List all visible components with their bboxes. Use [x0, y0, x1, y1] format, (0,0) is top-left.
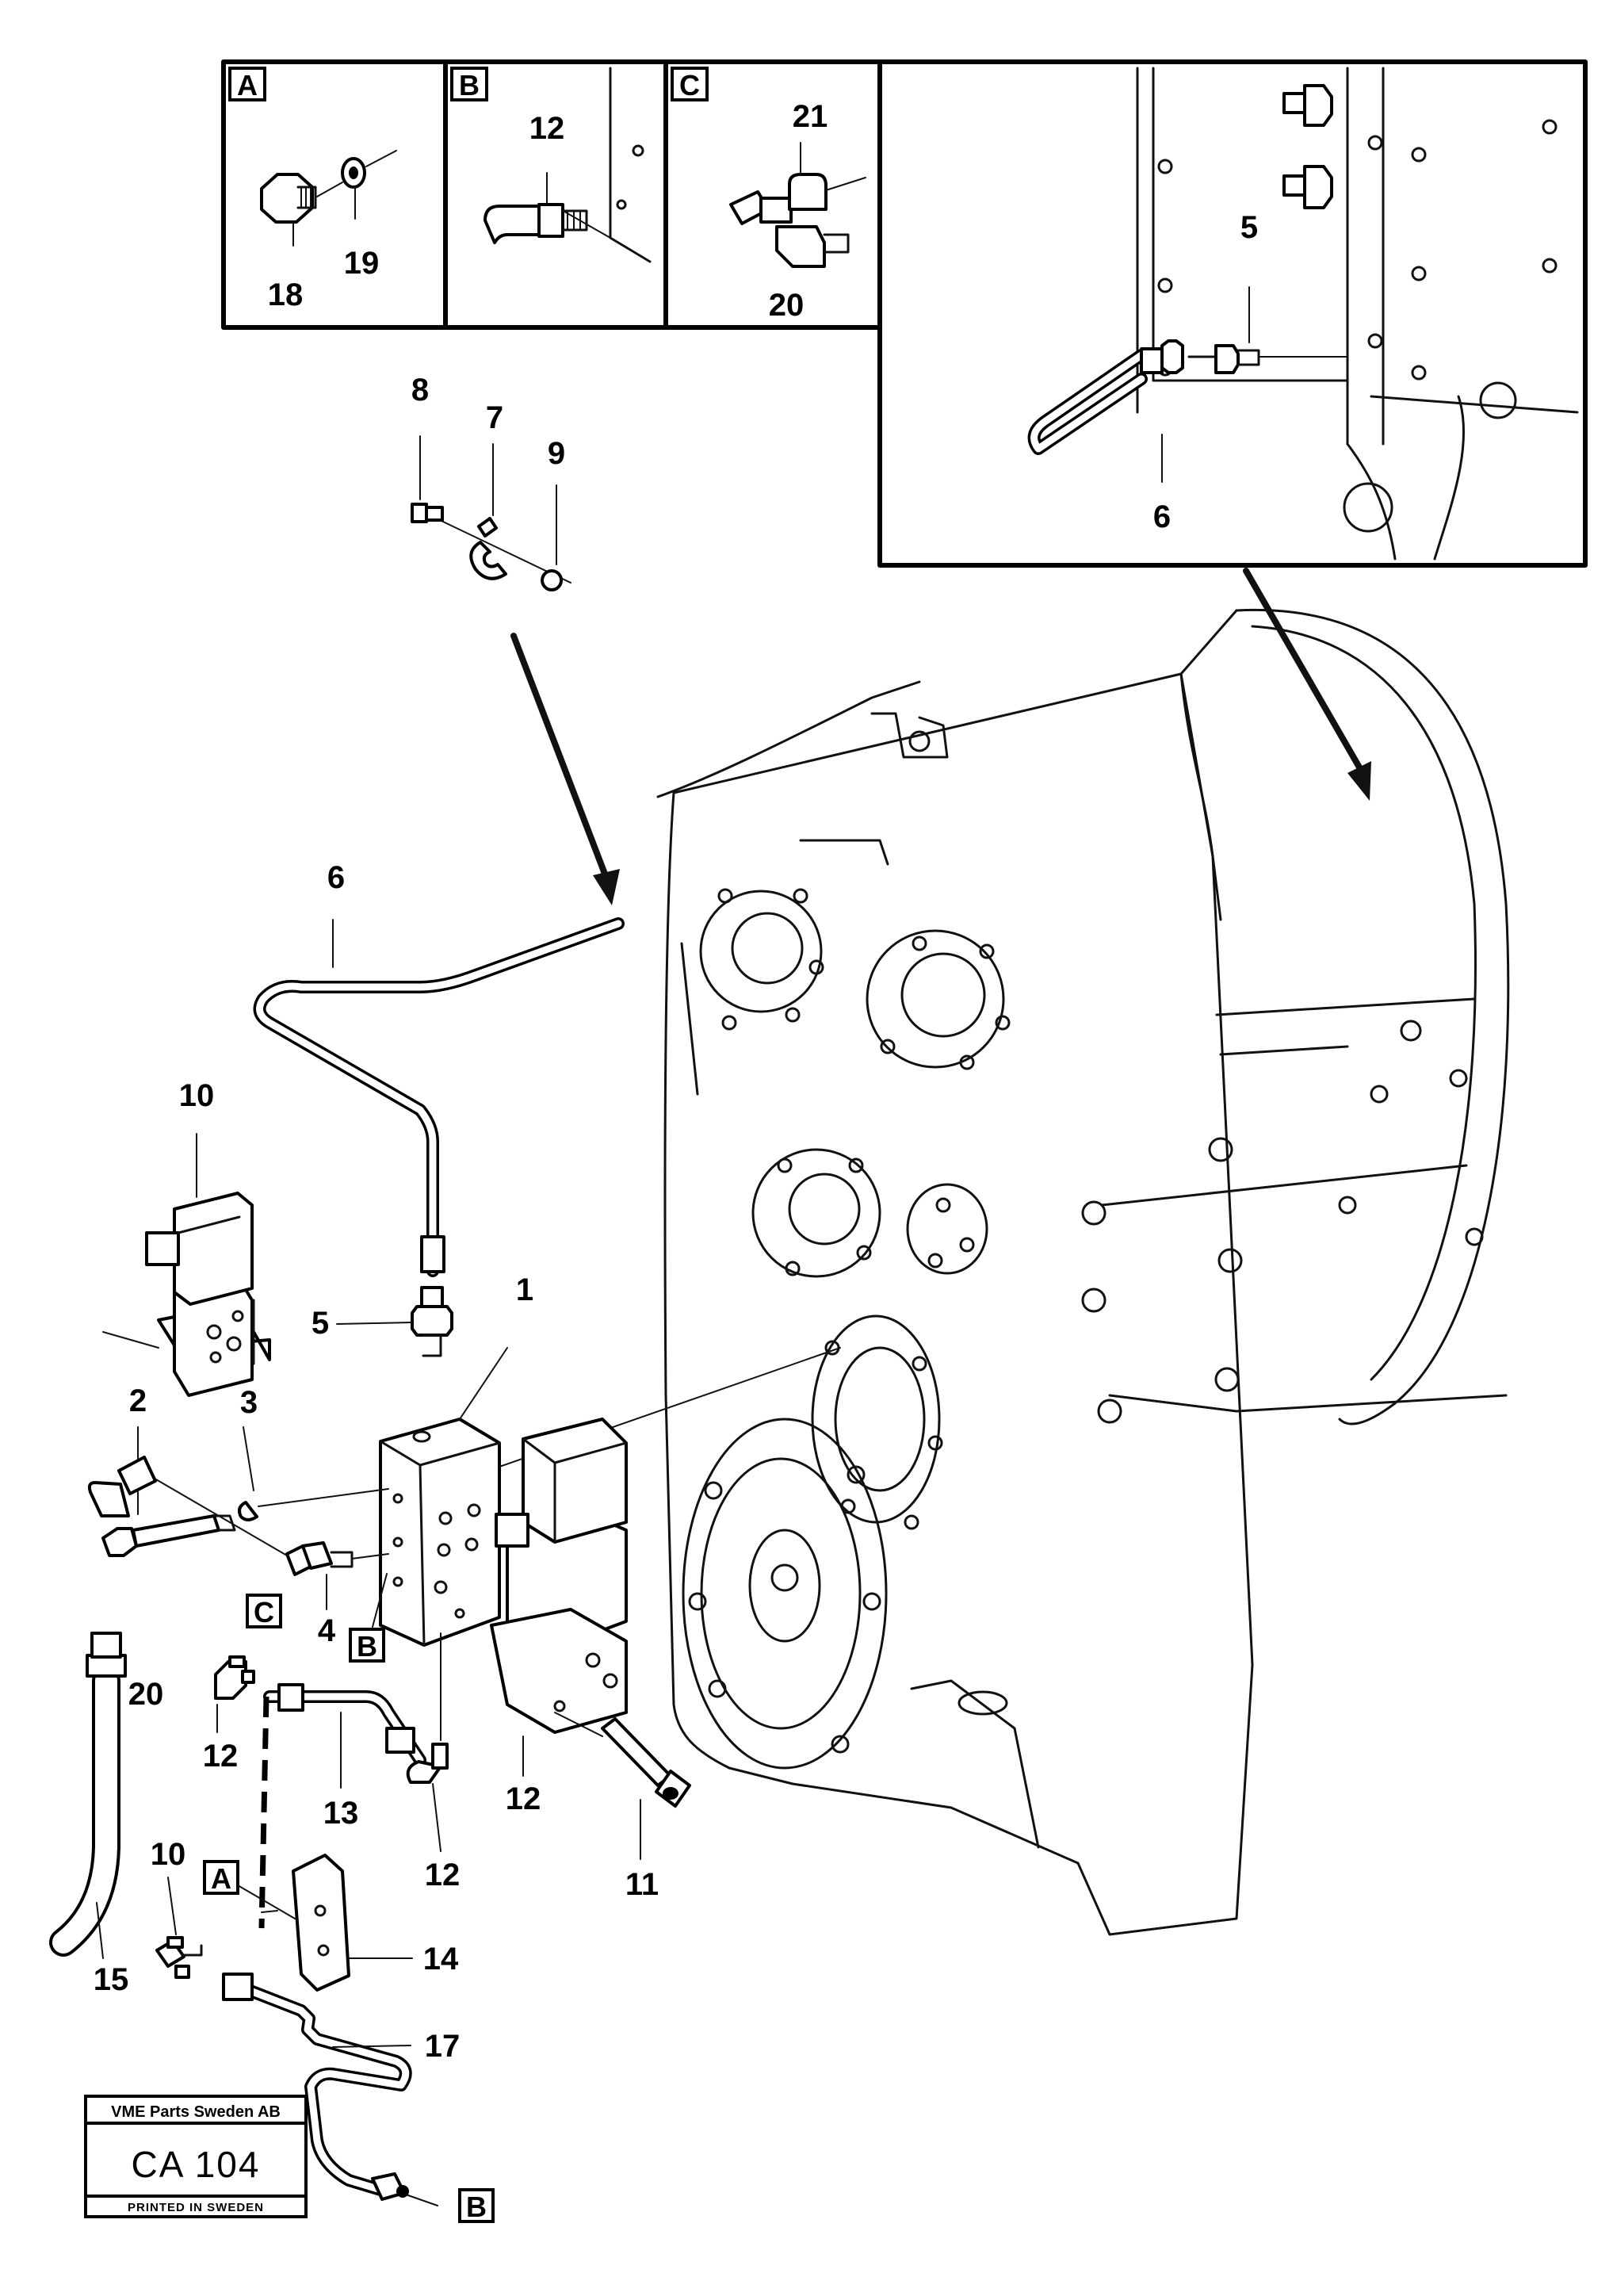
tag-b-bottom: B	[466, 2191, 487, 2223]
part-label-14: 14	[423, 1942, 459, 1976]
fitting-4: 4 C	[246, 1541, 389, 1648]
detail-letter-b: B	[459, 69, 480, 101]
part-label-21: 21	[793, 99, 828, 134]
part-label-7: 7	[486, 400, 503, 435]
part-label-10: 10	[179, 1078, 215, 1113]
part-label-2: 2	[129, 1383, 147, 1418]
detail-box-b: B 12	[443, 59, 668, 330]
part-label-5: 5	[312, 1306, 329, 1341]
dashed-link	[258, 1696, 269, 1929]
elbow-fitting-drawing	[484, 67, 652, 263]
inset-studs	[1282, 84, 1333, 209]
tag-a: A	[211, 1862, 231, 1895]
part-label-8: 8	[411, 373, 429, 408]
solenoid-valve-upper: 10	[102, 1078, 271, 1397]
part-label-17: 17	[425, 2029, 461, 2064]
inset-bolt-holes	[1157, 119, 1558, 381]
inset-part-label-5: 5	[1240, 210, 1258, 245]
pipe-17: 10 17 B	[151, 1837, 495, 2223]
part-label-19: 19	[344, 246, 380, 281]
part-label-11: 11	[625, 1867, 659, 1902]
tag-b-block: B	[349, 1573, 388, 1663]
part-label-1: 1	[516, 1272, 533, 1307]
part-label-20-detail: 20	[769, 288, 805, 323]
pipe-13: 12 13 12	[203, 1632, 461, 1892]
vme-stamp: VME Parts Sweden AB CA 104 PRINTED IN SW…	[84, 2095, 308, 2218]
part-label-12-a: 12	[203, 1739, 239, 1774]
stamp-code: CA 104	[132, 2144, 261, 2185]
tag-c: C	[254, 1596, 274, 1628]
detail-letter-a: A	[237, 69, 258, 101]
part-label-12-c: 10	[151, 1837, 186, 1872]
solenoid-valve-lower: 12	[490, 1418, 628, 1816]
pipe-6: 6	[253, 860, 625, 1277]
inset-pipe	[1027, 339, 1348, 455]
plate-14: 14 A	[203, 1854, 459, 1992]
part-label-4: 4	[318, 1613, 336, 1648]
hose-15: 20 15	[49, 1456, 288, 1997]
inset-detail-box: 5 6	[877, 59, 1588, 568]
part-label-9: 9	[548, 436, 565, 471]
tee-fitting-drawing	[729, 142, 866, 268]
part-label-13: 13	[323, 1796, 359, 1831]
bolt-11: 11	[554, 1712, 691, 1902]
stamp-company: VME Parts Sweden AB	[111, 2103, 281, 2121]
detail-box-a: A 18 19	[221, 59, 448, 330]
part-label-10-b: 12	[506, 1781, 541, 1816]
part-label-12-b: 12	[425, 1858, 461, 1892]
part-label-15: 15	[94, 1962, 129, 1997]
svg-text:B: B	[357, 1630, 377, 1663]
pin-3-and-bolt-2: 3 2	[101, 1383, 389, 1557]
inset-part-label-6: 6	[1153, 499, 1171, 534]
part-label-20: 20	[128, 1677, 164, 1712]
part-label-12: 12	[529, 111, 565, 146]
detail-letter-c: C	[679, 69, 700, 101]
inset-arrow	[1243, 568, 1371, 801]
clamp-arrow	[510, 633, 620, 905]
part-label-3: 3	[240, 1385, 258, 1420]
part-label-6: 6	[327, 860, 345, 895]
clamp-group: 8 7 9	[411, 373, 571, 591]
transmission-housing	[656, 608, 1510, 1936]
part-label-18: 18	[268, 277, 304, 312]
plug-drawing	[260, 150, 397, 247]
stamp-printed: PRINTED IN SWEDEN	[128, 2201, 264, 2214]
detail-box-c: C 21 20	[663, 59, 882, 330]
nipple-5: 5	[312, 1286, 453, 1357]
